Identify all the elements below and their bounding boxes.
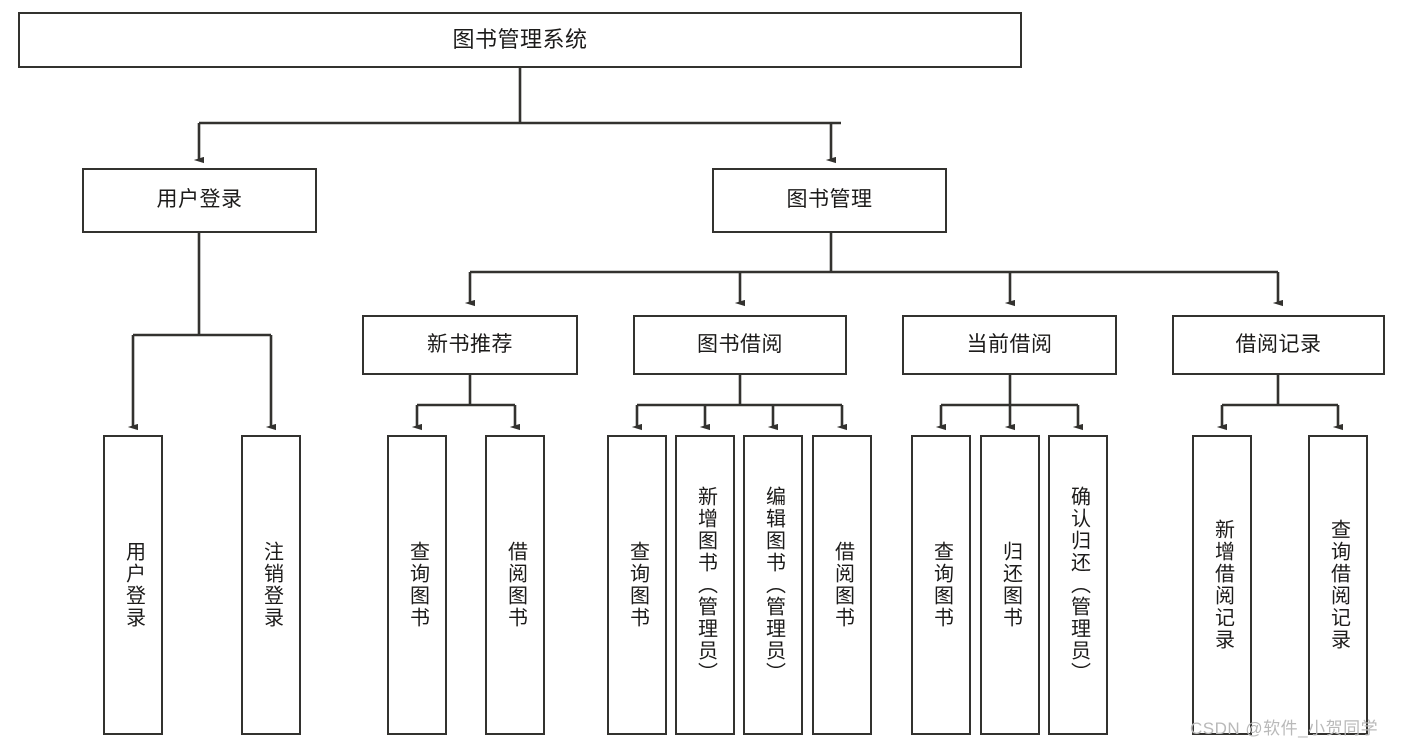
node-leaf-confirm-return[interactable]: 确认归还（管理员）: [1048, 435, 1108, 735]
node-user-login-label: 用户登录: [156, 188, 243, 212]
node-leaf-query-book-1[interactable]: 查询图书: [387, 435, 447, 735]
node-leaf-user-logout[interactable]: 注销登录: [241, 435, 301, 735]
node-leaf-add-record[interactable]: 新增借阅记录: [1192, 435, 1252, 735]
node-book-borrow-label: 图书借阅: [697, 332, 783, 356]
node-leaf-edit-book[interactable]: 编辑图书（管理员）: [743, 435, 803, 735]
node-root-label: 图书管理系统: [452, 27, 588, 53]
node-leaf-edit-book-label: 编辑图书（管理员）: [762, 486, 785, 684]
node-leaf-borrow-book-1[interactable]: 借阅图书: [485, 435, 545, 735]
node-leaf-query-book-2[interactable]: 查询图书: [607, 435, 667, 735]
node-leaf-user-logout-label: 注销登录: [260, 541, 283, 629]
node-leaf-query-book-1-label: 查询图书: [406, 541, 429, 629]
node-book-manage[interactable]: 图书管理: [712, 168, 947, 233]
node-leaf-add-record-label: 新增借阅记录: [1211, 519, 1234, 651]
node-leaf-query-book-3[interactable]: 查询图书: [911, 435, 971, 735]
node-leaf-query-book-3-label: 查询图书: [930, 541, 953, 629]
node-current-borrow-label: 当前借阅: [966, 332, 1053, 356]
node-borrow-record-label: 借阅记录: [1235, 332, 1322, 356]
watermark-text: CSDN @软件_小贺同学: [1190, 719, 1379, 738]
node-leaf-return-book-label: 归还图书: [999, 541, 1022, 629]
node-leaf-borrow-book-2[interactable]: 借阅图书: [812, 435, 872, 735]
node-borrow-record[interactable]: 借阅记录: [1172, 315, 1385, 375]
node-new-book-recommend[interactable]: 新书推荐: [362, 315, 578, 375]
node-root[interactable]: 图书管理系统: [18, 12, 1022, 68]
node-leaf-user-login-label: 用户登录: [122, 541, 145, 629]
node-leaf-add-book-label: 新增图书（管理员）: [694, 486, 717, 684]
node-user-login[interactable]: 用户登录: [82, 168, 317, 233]
node-leaf-query-record-label: 查询借阅记录: [1327, 519, 1350, 651]
node-leaf-add-book[interactable]: 新增图书（管理员）: [675, 435, 735, 735]
node-book-borrow[interactable]: 图书借阅: [633, 315, 847, 375]
node-leaf-confirm-return-label: 确认归还（管理员）: [1067, 486, 1090, 684]
node-leaf-query-book-2-label: 查询图书: [626, 541, 649, 629]
node-leaf-query-record[interactable]: 查询借阅记录: [1308, 435, 1368, 735]
node-leaf-return-book[interactable]: 归还图书: [980, 435, 1040, 735]
node-book-manage-label: 图书管理: [786, 188, 873, 212]
node-leaf-user-login[interactable]: 用户登录: [103, 435, 163, 735]
node-leaf-borrow-book-1-label: 借阅图书: [504, 541, 527, 629]
node-new-book-recommend-label: 新书推荐: [427, 332, 513, 356]
node-leaf-borrow-book-2-label: 借阅图书: [831, 541, 854, 629]
node-current-borrow[interactable]: 当前借阅: [902, 315, 1117, 375]
